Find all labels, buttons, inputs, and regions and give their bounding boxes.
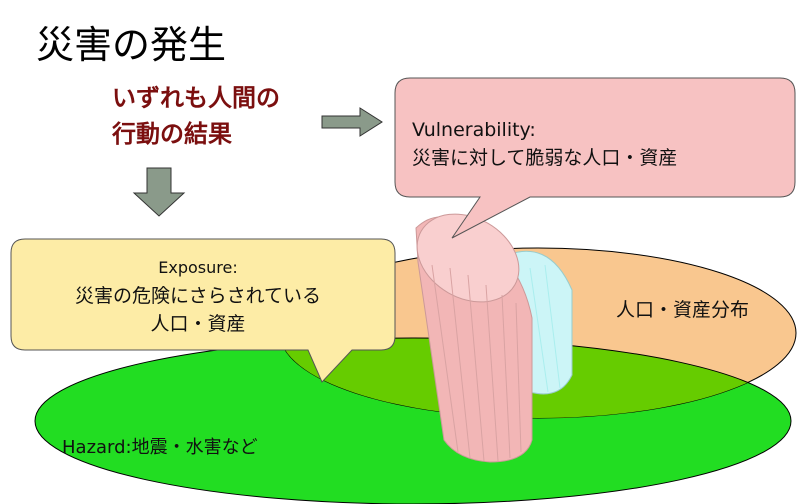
human-action-line2: 行動の結果 [112, 120, 232, 148]
vulnerability-description: 災害に対して脆弱な人口・資産 [412, 147, 678, 169]
asset-distribution-label: 人口・資産分布 [616, 299, 750, 321]
vulnerability-cylinder [415, 213, 533, 463]
exposure-callout [10, 238, 396, 383]
vulnerability-text: Vulnerability: 災害に対して脆弱な人口・資産 [412, 116, 677, 172]
exposure-heading: Exposure: [158, 258, 238, 277]
hazard-label: Hazard:地震・水害など [62, 437, 258, 458]
vulnerability-heading: Vulnerability: [412, 119, 536, 141]
human-action-note: いずれも人間の 行動の結果 [112, 80, 280, 152]
down-arrow-icon [132, 167, 186, 217]
page-title: 災害の発生 [36, 23, 227, 67]
exposure-text: Exposure: 災害の危険にさらされている 人口・資産 [16, 254, 380, 338]
vulnerability-callout [394, 77, 796, 239]
exposure-overlap-area [280, 337, 792, 418]
human-action-line1: いずれも人間の [112, 84, 280, 112]
exposure-line3: 人口・資産 [150, 313, 246, 335]
exposure-line2: 災害の危険にさらされている [74, 285, 322, 307]
right-arrow-icon [321, 107, 383, 137]
